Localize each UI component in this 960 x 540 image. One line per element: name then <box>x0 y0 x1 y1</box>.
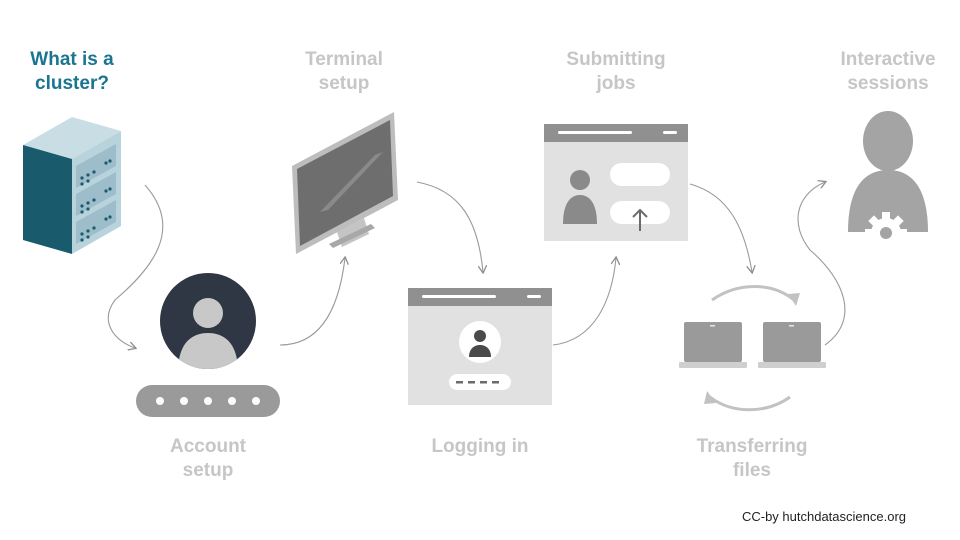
step-label-line2: setup <box>182 460 234 481</box>
connector-arrow <box>416 181 483 272</box>
step-label-line2: sessions <box>847 73 929 94</box>
step-label-line2: cluster? <box>35 73 109 94</box>
user-gear-icon <box>848 111 928 254</box>
step-label-line1: Submitting <box>566 49 666 70</box>
server-icon <box>23 117 121 254</box>
step-label-line1: Account <box>170 436 246 457</box>
connector-arrow <box>797 182 846 346</box>
step-label-logging-in: Logging in <box>405 435 555 459</box>
step-label-interactive-sessions: Interactive sessions <box>813 48 960 96</box>
step-label-line2: files <box>732 460 772 481</box>
connector-arrow <box>279 258 345 346</box>
step-label-line1: Logging in <box>431 436 529 457</box>
connector-arrows <box>107 181 846 348</box>
monitor-icon <box>292 112 398 254</box>
connector-arrow <box>689 183 752 272</box>
step-label-line1: Transferring <box>696 436 808 457</box>
laptop-transfer-icon <box>679 285 826 412</box>
login-window-icon <box>408 288 552 405</box>
step-label-line1: Terminal <box>305 49 383 70</box>
credit-text: CC-by hutchdatascience.org <box>741 509 906 524</box>
step-label-transferring-files: Transferring files <box>677 435 827 483</box>
step-label-terminal-setup: Terminal setup <box>269 48 419 96</box>
step-label-what-is-a-cluster: What is a cluster? <box>0 48 147 96</box>
step-label-line1: Interactive <box>840 49 936 70</box>
step-label-line2: jobs <box>596 73 636 94</box>
step-label-account-setup: Account setup <box>133 435 283 483</box>
password-field-icon <box>136 385 280 417</box>
user-avatar-icon <box>160 273 256 369</box>
step-label-line2: setup <box>318 73 370 94</box>
connector-arrow <box>107 184 164 348</box>
step-label-line1: What is a <box>30 49 114 70</box>
connector-arrow <box>552 258 616 346</box>
step-label-submitting-jobs: Submitting jobs <box>541 48 691 96</box>
job-submit-window-icon <box>544 124 688 241</box>
